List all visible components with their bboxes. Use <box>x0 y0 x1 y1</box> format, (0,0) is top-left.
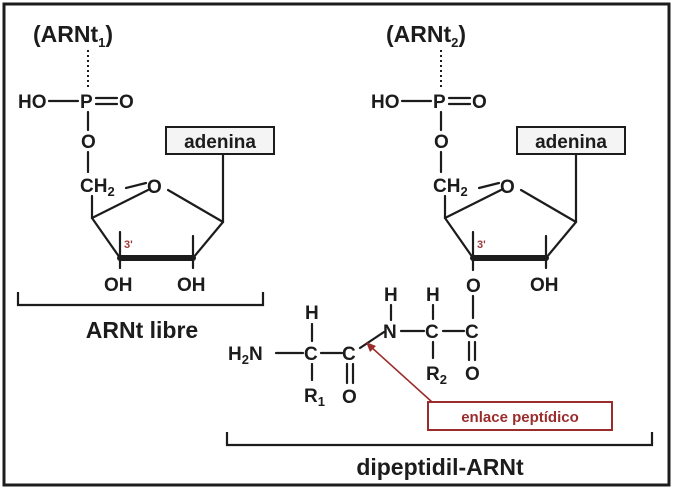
ch2-left: CH2 <box>80 176 115 199</box>
dipeptidyl-trna-structure: (ARNt2) HO P O O CH2 O 3' adenina OH O d… <box>225 21 654 480</box>
bracket-right <box>225 432 654 447</box>
dipeptide-chain: H2N C H R1 C O H N C H R2 C O enlace pep… <box>228 285 613 431</box>
ho-left: HO <box>18 92 47 113</box>
oxygen-link-right: O <box>434 132 449 153</box>
hydrogen-c3: H <box>426 285 440 306</box>
carbonyl-oxygen-1: O <box>342 387 357 408</box>
alpha-carbon-2: C <box>425 322 439 343</box>
oxygen-double-right: O <box>472 92 487 113</box>
amide-nitrogen: N <box>383 322 397 343</box>
bond-c4-c3-left <box>90 216 122 260</box>
position-3-left: 3' <box>124 239 133 251</box>
outer-frame <box>2 2 671 487</box>
bracket-left <box>16 292 265 307</box>
amino-group: H2N <box>228 344 263 367</box>
phosphorus-right: P <box>433 92 446 113</box>
trna1-label: (ARNt1) <box>33 21 113 50</box>
enlace-pointer-arrow <box>366 342 376 352</box>
bond-ringo-c1-left <box>166 188 225 224</box>
carbonyl-oxygen-2: O <box>465 364 480 385</box>
bond-ringo-c1-right <box>519 188 578 224</box>
adenina-box-right <box>516 126 626 155</box>
oh-2prime-left: OH <box>177 275 206 296</box>
adenina-box-left <box>165 126 275 155</box>
trna2-label: (ARNt2) <box>386 21 466 50</box>
carbonyl-carbon-2: C <box>465 322 479 343</box>
oxygen-double-left: O <box>119 92 134 113</box>
ho-right: HO <box>371 92 400 113</box>
bond-c4-c3-right <box>443 216 475 260</box>
enlace-label: enlace peptídico <box>461 409 579 426</box>
hydrogen-c1: H <box>305 303 319 324</box>
oh-3prime-left: OH <box>104 275 133 296</box>
bond-ringo-c4-left <box>90 188 150 220</box>
ring-oxygen-left: O <box>147 177 162 198</box>
enlace-box <box>427 401 613 431</box>
oxygen-link-left: O <box>81 132 96 153</box>
adenina-right: adenina <box>535 132 607 153</box>
side-chain-r2: R2 <box>426 364 447 387</box>
enlace-pointer-line <box>369 345 433 403</box>
bond-c2-c1-left <box>191 220 225 260</box>
bond-c2-c1-right <box>544 220 578 260</box>
adenina-left: adenina <box>184 132 256 153</box>
peptide-bond <box>358 330 386 350</box>
ester-oxygen: O <box>466 276 481 297</box>
carbonyl-carbon-1: C <box>342 344 356 365</box>
caption-left: ARNt libre <box>86 317 198 343</box>
phosphorus-left: P <box>80 92 93 113</box>
alpha-carbon-1: C <box>304 344 318 365</box>
caption-right: dipeptidil-ARNt <box>356 454 524 480</box>
ring-oxygen-right: O <box>500 177 515 198</box>
position-3-right: 3' <box>477 239 486 251</box>
hydrogen-n: H <box>384 285 398 306</box>
free-trna-structure: (ARNt1) HO P O O CH2 O 3' adenina OH OH … <box>16 21 275 343</box>
ch2-right: CH2 <box>433 176 468 199</box>
side-chain-r1: R1 <box>304 386 325 409</box>
oh-2prime-right: OH <box>530 275 559 296</box>
bond-ringo-c4-right <box>443 188 503 220</box>
bond-c5-ringo-left <box>124 181 148 190</box>
bond-c5-ringo-right <box>477 181 501 190</box>
